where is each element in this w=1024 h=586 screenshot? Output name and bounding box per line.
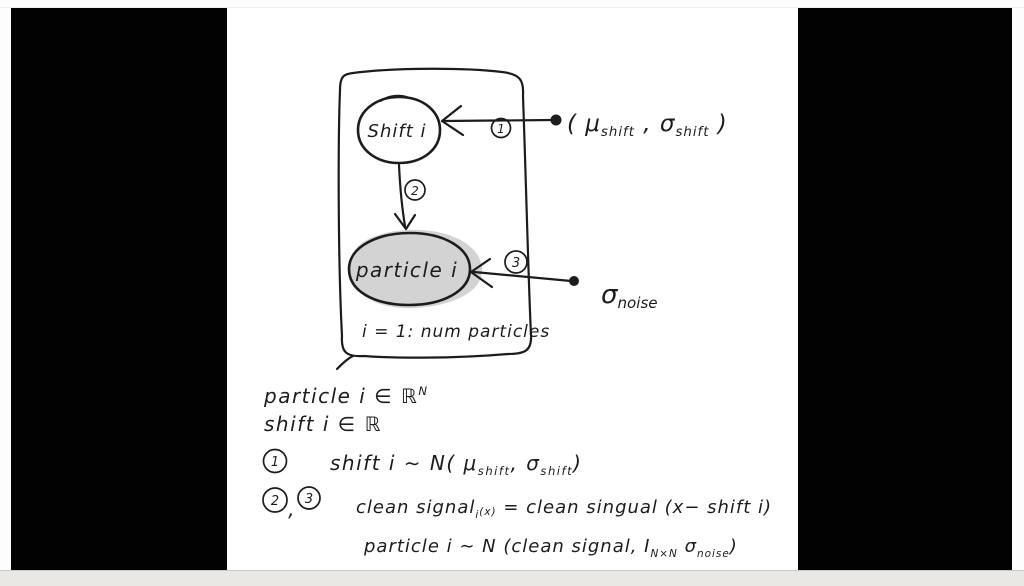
equation-line3: 1 shift i ∼ N( μshift, σshift) [262, 448, 582, 478]
particle-node-outline [347, 231, 472, 307]
step-badge-1: 1 [490, 117, 512, 139]
line3-badge-number: 1 [271, 455, 279, 470]
particle-node-shading [348, 229, 483, 309]
drawing-canvas [227, 8, 798, 570]
letterbox-left-bar [11, 8, 227, 570]
shift-node: Shift i [356, 94, 442, 165]
shift-prior-label: ( μshift , σshift ) [567, 111, 728, 140]
plate-label: i = 1: num particles [362, 322, 550, 342]
equation-particle-domain: particle i ∈ ℝN [263, 384, 429, 408]
equation-shift-domain: shift i ∈ ℝ [264, 412, 382, 436]
step-badge-3: 3 [504, 250, 528, 274]
arrow1-origin-dot [550, 114, 562, 126]
plate-corner-overshoot [335, 354, 355, 371]
arrow2-line [397, 163, 407, 228]
arrow2-arrowhead [393, 212, 417, 231]
arrow3-origin-dot [569, 276, 579, 286]
step-badge-2: 2 [404, 179, 426, 201]
arrow1-arrowhead [440, 104, 465, 137]
line4-badge2-number: 2 [271, 494, 279, 509]
line4-badge2-circle [262, 487, 288, 513]
equation-shift-distribution: shift i ∼ N( μshift, σshift) [330, 451, 582, 478]
bottom-strip [0, 571, 1024, 586]
equation-particle-distribution: particle i ∼ N (clean signal, IN×N σnois… [363, 536, 738, 560]
badge2-circle [404, 179, 426, 201]
badge2-number: 2 [411, 184, 419, 198]
letterbox-right-bar [798, 8, 1012, 570]
shift-node-circle [356, 95, 442, 165]
shift-node-label: Shift i [368, 121, 427, 142]
equation-clean-signal: clean signali(x) = clean singual (x− shi… [356, 497, 772, 521]
equation-line4: 2 , 3 clean signali(x) = clean singual (… [262, 486, 772, 521]
arrow3-line [472, 270, 573, 283]
badge1-number: 1 [497, 122, 505, 136]
particle-node: particle i [347, 229, 483, 309]
equations: particle i ∈ ℝN shift i ∈ ℝ 1 shift i ∼ … [262, 384, 772, 560]
badge3-number: 3 [512, 256, 520, 271]
arrow3-arrowhead [469, 257, 494, 289]
noise-param-label: σnoise [601, 280, 658, 312]
line4-comma: , [288, 497, 296, 521]
badge1-circle [490, 117, 512, 139]
plate-border [337, 67, 533, 359]
line4-badge3-circle [297, 486, 321, 510]
arrow1-line [442, 118, 555, 123]
line3-badge-circle [262, 448, 288, 474]
particle-node-label: particle i [355, 258, 458, 282]
arrow-noise-to-particle: 3 σnoise [469, 250, 658, 312]
arrow-shift-prior: 1 ( μshift , σshift ) [440, 104, 728, 140]
shift-node-pen-overlap [380, 94, 410, 102]
line4-badge3-number: 3 [305, 492, 313, 507]
arrow-shift-to-particle: 2 [393, 163, 426, 231]
badge3-circle [504, 250, 528, 274]
plate: i = 1: num particles [335, 67, 550, 371]
